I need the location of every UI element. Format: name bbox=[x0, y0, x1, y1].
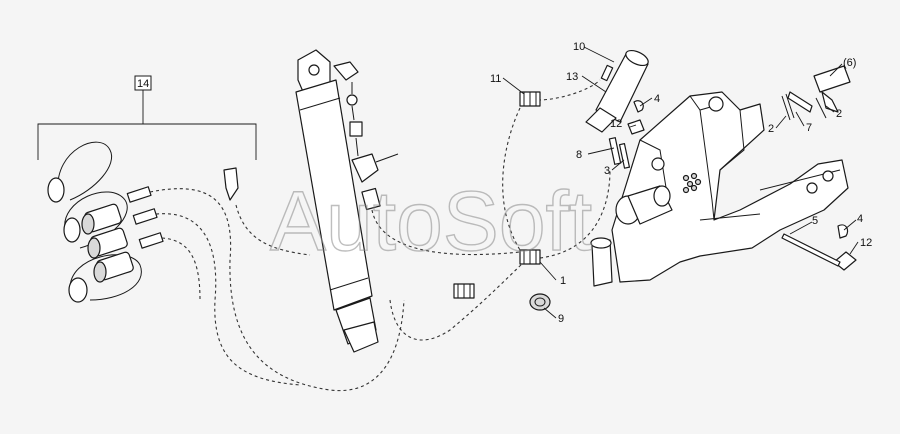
washer-12a bbox=[627, 119, 645, 135]
adaptor-1 bbox=[126, 186, 152, 203]
callout-5: 5 bbox=[812, 215, 818, 227]
frame-hole-1 bbox=[651, 157, 665, 171]
valve-block bbox=[351, 153, 379, 183]
clip-4b bbox=[837, 224, 849, 239]
seal-washer bbox=[346, 94, 358, 106]
pin-6 bbox=[813, 65, 851, 93]
pin-5 bbox=[781, 233, 841, 267]
dust-cap-1 bbox=[47, 177, 65, 203]
callout-11: 11 bbox=[490, 73, 501, 85]
pin-8 bbox=[608, 137, 622, 165]
dust-cap-3 bbox=[68, 277, 88, 303]
bracket-14 bbox=[37, 90, 257, 160]
callout-6: (6) bbox=[843, 57, 856, 69]
connector-11 bbox=[519, 91, 541, 107]
connector-1 bbox=[519, 249, 541, 265]
spring-clip-2a bbox=[781, 93, 795, 121]
callout-2a: 2 bbox=[768, 123, 774, 135]
callout-8: 8 bbox=[576, 149, 582, 161]
frame-pivot-hole bbox=[708, 96, 724, 112]
small-cylinder-13 bbox=[585, 49, 649, 133]
adaptor-2 bbox=[132, 208, 158, 225]
connector-lower bbox=[453, 283, 475, 299]
callout-9: 9 bbox=[558, 313, 564, 325]
pin-7 bbox=[787, 91, 813, 113]
clevis-hole bbox=[308, 64, 320, 76]
dust-cap-loop-1 bbox=[57, 141, 113, 201]
cylinder-barrel bbox=[295, 79, 373, 311]
lower-fitting bbox=[361, 187, 381, 211]
quick-coupler-3 bbox=[93, 251, 134, 283]
frame-assembly bbox=[590, 91, 849, 287]
watermark: AutoSoft bbox=[270, 174, 592, 268]
callout-2b: 2 bbox=[836, 108, 842, 120]
callout-13: 13 bbox=[566, 71, 578, 83]
frame-hole-2 bbox=[822, 170, 834, 182]
quick-coupler-1 bbox=[81, 203, 122, 235]
grommet-9 bbox=[529, 293, 551, 311]
callout-12b: 12 bbox=[860, 237, 872, 249]
spring-clip-2b bbox=[815, 97, 827, 119]
callout-labels: 10 13 11 4 12 8 3 (6) 7 2 2 5 4 12 1 9 bbox=[490, 41, 872, 325]
main-frame bbox=[611, 91, 849, 283]
callout-4b: 4 bbox=[857, 213, 863, 225]
hose-routes bbox=[149, 79, 611, 392]
pin-6-plate bbox=[821, 91, 839, 113]
callout-14: 14 bbox=[137, 78, 149, 90]
lower-pillar-top bbox=[590, 237, 612, 249]
callout-4a: 4 bbox=[654, 93, 660, 105]
elbow-fitting bbox=[333, 61, 359, 81]
callout-12a: 12 bbox=[610, 118, 622, 130]
leader-lines bbox=[502, 46, 859, 319]
tube-shaft-cap bbox=[653, 185, 671, 207]
coupler-group-14: 14 bbox=[37, 75, 257, 303]
washer-12b bbox=[833, 251, 857, 271]
dust-cap-2 bbox=[63, 217, 81, 243]
cylinder-rod-eye bbox=[343, 321, 379, 353]
clip-4a bbox=[633, 100, 644, 113]
frame-hole-3 bbox=[806, 182, 818, 194]
quick-coupler-2 bbox=[87, 227, 128, 259]
callout-10: 10 bbox=[573, 41, 585, 53]
hydraulic-cylinder bbox=[295, 49, 399, 353]
frame-hole-pattern bbox=[682, 172, 702, 194]
fitting-elbow bbox=[223, 167, 239, 201]
callout-1: 1 bbox=[560, 275, 566, 287]
small-parts bbox=[453, 65, 857, 311]
small-cylinder-cap bbox=[625, 49, 649, 67]
pin-3 bbox=[618, 143, 631, 169]
callout-3: 3 bbox=[604, 165, 610, 177]
part-10-nipple bbox=[600, 64, 614, 82]
dust-cap-loop-3 bbox=[69, 254, 142, 301]
callout-7: 7 bbox=[806, 122, 812, 134]
adapter-fitting bbox=[349, 121, 363, 137]
small-cylinder-rod-end bbox=[585, 107, 617, 133]
adaptor-3 bbox=[138, 232, 164, 249]
